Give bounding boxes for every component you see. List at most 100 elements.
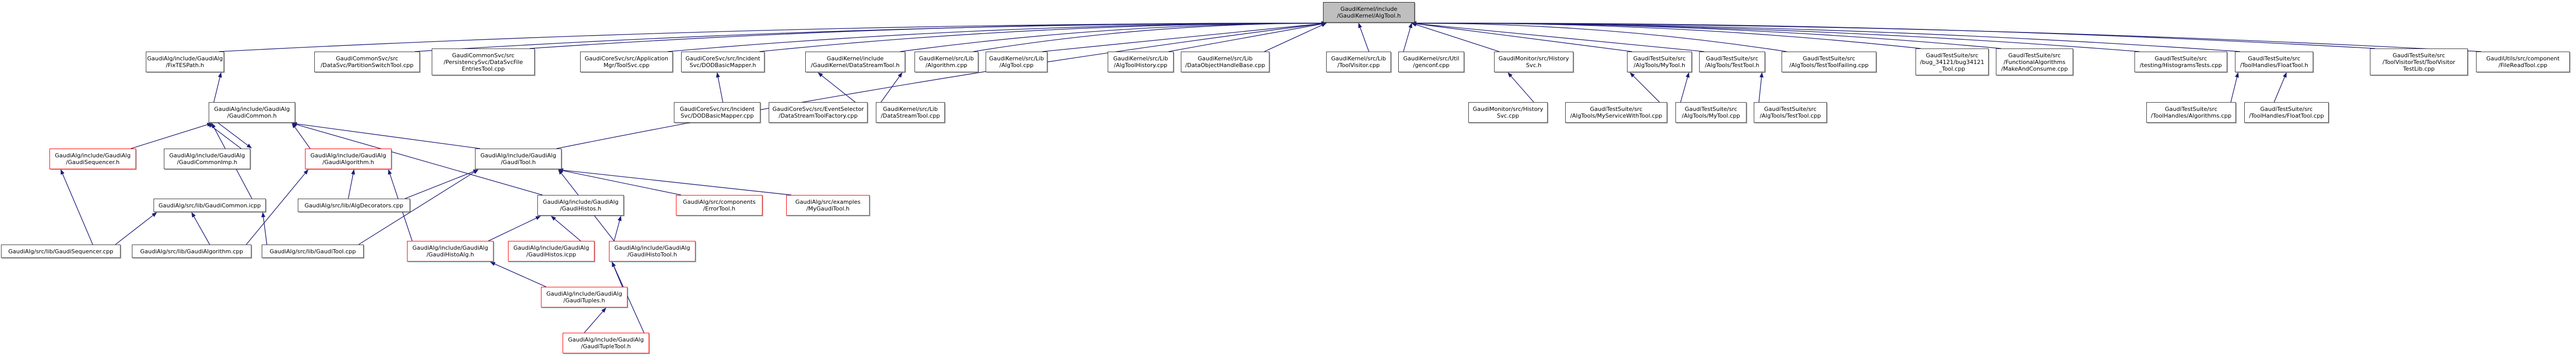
graph-edge-dodbasicmapper_h-to-root xyxy=(759,21,1327,52)
graph-node-label-line: GaudiAlg/include/GaudiAlg xyxy=(513,245,589,251)
graph-node-bug34121[interactable]: GaudiTestSuite/src/bug_34121/bug34121_To… xyxy=(1916,48,1989,75)
graph-edge-gaudihistos_h-to-gaudicommon_h xyxy=(292,122,543,196)
graph-node-label-line: /FileReadTool.cpp xyxy=(2498,62,2548,69)
graph-node-label-line: /GaudiTool.h xyxy=(501,159,536,166)
graph-node-gaudicommonimp[interactable]: GaudiAlg/include/GaudiAlg/GaudiCommonImp… xyxy=(164,149,250,169)
graph-node-label-line: /AlgTools/TestToolFailing.cpp xyxy=(1789,62,1869,69)
graph-edge-gauditool_cpp-to-gauditool_h xyxy=(358,169,479,245)
graph-edge-gaudialgorithm_cpp-to-gaudialgorithm_h xyxy=(246,169,309,245)
graph-node-filereadtool[interactable]: GaudiUtils/src/component/FileReadTool.cp… xyxy=(2476,52,2570,72)
graph-node-gaudihistotool_h[interactable]: GaudiAlg/include/GaudiAlg/GaudiHistoTool… xyxy=(609,241,696,262)
graph-edge-algdecorators-to-gaudialgorithm_h xyxy=(348,169,355,199)
graph-node-algdecorators[interactable]: GaudiAlg/src/lib/AlgDecorators.cpp xyxy=(298,199,410,212)
graph-edge-testtool_cpp-to-testtool_h xyxy=(1758,72,1764,103)
graph-node-histogramstests[interactable]: GaudiTestSuite/src/testing/HistogramsTes… xyxy=(2134,52,2227,72)
graph-node-label-line: Svc/DODBasicMapper.cpp xyxy=(681,112,754,119)
graph-node-label-line: GaudiKernel/include xyxy=(1340,6,1398,12)
graph-node-gaudisequencer_h[interactable]: GaudiAlg/include/GaudiAlg/GaudiSequencer… xyxy=(49,149,136,169)
graph-node-mytool_cpp[interactable]: GaudiTestSuite/src/AlgTools/MyTool.cpp xyxy=(1675,102,1747,123)
graph-node-datastreamtoolfactory[interactable]: GaudiCoreSvc/src/EventSelector/DataStrea… xyxy=(769,102,868,123)
graph-node-testtool_cpp[interactable]: GaudiTestSuite/src/AlgTools/TestTool.cpp xyxy=(1754,102,1827,123)
graph-node-mygauditool[interactable]: GaudiAlg/src/examples/MyGaudiTool.h xyxy=(786,195,870,216)
graph-node-dataobjecthandlebase[interactable]: GaudiKernel/src/Lib/DataObjectHandleBase… xyxy=(1181,52,1269,72)
graph-node-label-line: /GaudiTuples.h xyxy=(563,297,605,304)
graph-edge-myservicewithtool-to-mytool_h xyxy=(1630,72,1660,103)
graph-node-label-line: /ToolHandles/FloatTool.h xyxy=(2240,62,2309,69)
graph-edge-historysvc_cpp-to-historysvc_h xyxy=(1507,72,1534,103)
graph-node-label-line: /AlgTool.cpp xyxy=(999,62,1034,69)
graph-node-floattool_cpp[interactable]: GaudiTestSuite/src/ToolHandles/FloatTool… xyxy=(2244,102,2329,123)
graph-node-label-line: GaudiTestSuite/src xyxy=(1706,55,1758,62)
graph-node-partitionswitch[interactable]: GaudiCommonSvc/src/DataSvc/PartitionSwit… xyxy=(314,52,420,72)
graph-node-toolvisitortestlib[interactable]: GaudiTestSuite/src/ToolVisitorTest/ToolV… xyxy=(2370,48,2468,75)
graph-node-gaudihistos_icpp[interactable]: GaudiAlg/include/GaudiAlg/GaudiHistos.ic… xyxy=(508,241,595,262)
graph-node-label-line: Svc.h xyxy=(1526,62,1541,69)
graph-node-label-line: Mgr/ToolSvc.cpp xyxy=(603,62,650,69)
graph-node-label-line: /ToolHandles/Algorithms.cpp xyxy=(2150,112,2232,119)
graph-node-makeandconsume[interactable]: GaudiTestSuite/src/FunctionalAlgorithms/… xyxy=(1996,48,2073,75)
graph-node-datasvcfileentries[interactable]: GaudiCommonSvc/src/PersistencySvc/DataSv… xyxy=(432,48,535,75)
graph-node-label-line: GaudiAlg/src/examples xyxy=(795,199,861,205)
graph-node-gauditool_h[interactable]: GaudiAlg/include/GaudiAlg/GaudiTool.h xyxy=(475,149,562,169)
graph-edge-gaudisequencer_cpp-to-gaudisequencer_h xyxy=(60,169,93,245)
graph-node-fixtespath[interactable]: GaudiAlg/include/GaudiAlg/FixTESPath.h xyxy=(146,52,224,72)
graph-node-label-line: GaudiMonitor/src/History xyxy=(1472,106,1544,112)
graph-node-gauditool_cpp[interactable]: GaudiAlg/src/lib/GaudiTool.cpp xyxy=(262,245,364,258)
graph-node-toolvisitor_cpp[interactable]: GaudiKernel/src/Lib/ToolVisitor.cpp xyxy=(1326,52,1391,72)
graph-edge-gaudihistoalg_h-to-gaudihistos_h xyxy=(488,216,541,241)
graph-node-label-line: /Algorithm.cpp xyxy=(925,62,968,69)
graph-node-gaudihistos_h[interactable]: GaudiAlg/include/GaudiAlg/GaudiHistos.h xyxy=(537,195,624,216)
graph-node-label-line: /GaudiSequencer.h xyxy=(65,159,120,166)
graph-node-label-line: /GaudiHistos.h xyxy=(560,205,602,212)
graph-node-label-line: GaudiTestSuite/src xyxy=(2248,55,2300,62)
graph-node-gaudihistoalg_h[interactable]: GaudiAlg/include/GaudiAlg/GaudiHistoAlg.… xyxy=(407,241,494,262)
graph-edge-algtool_cpp-to-root xyxy=(1042,22,1327,52)
graph-node-myservicewithtool[interactable]: GaudiTestSuite/src/AlgTools/MyServiceWit… xyxy=(1565,102,1667,123)
graph-node-datastreamtool_h[interactable]: GaudiKernel/include/GaudiKernel/DataStre… xyxy=(805,52,905,72)
graph-node-label-line: GaudiAlg/src/lib/GaudiCommon.icpp xyxy=(158,202,261,209)
graph-edge-partitionswitch-to-root xyxy=(414,21,1327,52)
graph-node-root[interactable]: GaudiKernel/include/GaudiKernel/AlgTool.… xyxy=(1323,2,1415,23)
graph-node-gaudialgorithm_cpp[interactable]: GaudiAlg/src/lib/GaudiAlgorithm.cpp xyxy=(132,245,251,258)
graph-node-genconf[interactable]: GaudiKernel/src/Util/genconf.cpp xyxy=(1398,52,1464,72)
graph-node-testtool_h[interactable]: GaudiTestSuite/src/AlgTools/TestTool.h xyxy=(1699,52,1765,72)
graph-edge-gauditool_cpp-to-gaudicommon_icpp xyxy=(261,212,267,245)
graph-node-gauditupletool_h[interactable]: GaudiAlg/include/GaudiAlg/GaudiTupleTool… xyxy=(563,333,649,353)
graph-node-mytool_h[interactable]: GaudiTestSuite/src/AlgTools/MyTool.h xyxy=(1627,52,1692,72)
graph-edge-errortool-to-gauditool_h xyxy=(558,168,682,196)
graph-node-algorithm_cpp[interactable]: GaudiKernel/src/Lib/Algorithm.cpp xyxy=(914,52,978,72)
graph-node-gaudisequencer_cpp[interactable]: GaudiAlg/src/lib/GaudiSequencer.cpp xyxy=(1,245,121,258)
graph-node-gaudialgorithm_h[interactable]: GaudiAlg/include/GaudiAlg/GaudiAlgorithm… xyxy=(305,149,392,169)
graph-node-floattool_h[interactable]: GaudiTestSuite/src/ToolHandles/FloatTool… xyxy=(2235,52,2313,72)
graph-node-datastreamtool_cpp[interactable]: GaudiKernel/src/Lib/DataStreamTool.cpp xyxy=(876,102,945,123)
graph-node-algorithms_cpp[interactable]: GaudiTestSuite/src/ToolHandles/Algorithm… xyxy=(2146,102,2236,123)
graph-node-errortool[interactable]: GaudiAlg/src/components/ErrorTool.h xyxy=(676,195,762,216)
graph-edge-algorithms_cpp-to-floattool_h xyxy=(2230,72,2239,103)
graph-node-label-line: GaudiKernel/src/Lib xyxy=(1197,55,1253,62)
graph-edge-gaudicommonimp-to-gaudicommon_h xyxy=(207,123,242,149)
graph-node-algtoolhistory[interactable]: GaudiKernel/src/Lib/AlgToolHistory.cpp xyxy=(1108,52,1174,72)
graph-node-label-line: /GaudiTupleTool.h xyxy=(581,343,631,350)
graph-node-label-line: /AlgTools/MyTool.h xyxy=(1634,62,1685,69)
graph-node-label-line: /GaudiKernel/AlgTool.h xyxy=(1337,12,1401,19)
graph-node-label-line: /ToolVisitorTest/ToolVisitor xyxy=(2382,58,2455,66)
graph-node-label-line: GaudiAlg/include/GaudiAlg xyxy=(310,152,386,159)
graph-node-label-line: GaudiTestSuite/src xyxy=(2008,52,2061,59)
graph-node-testtoolfailing[interactable]: GaudiTestSuite/src/AlgTools/TestToolFail… xyxy=(1782,52,1876,72)
graph-node-label-line: GaudiKernel/include xyxy=(826,55,884,62)
graph-node-label-line: /testing/HistogramsTests.cpp xyxy=(2140,62,2222,69)
graph-node-algtool_cpp[interactable]: GaudiKernel/src/Lib/AlgTool.cpp xyxy=(986,52,1047,72)
graph-edge-gaudicommon_h-to-fixtespath xyxy=(213,72,222,103)
graph-node-label-line: GaudiAlg/src/lib/GaudiTool.cpp xyxy=(269,248,356,255)
graph-node-gaudicommon_h[interactable]: GaudiAlg/include/GaudiAlg/GaudiCommon.h xyxy=(209,102,295,123)
graph-edge-algtoolhistory-to-root xyxy=(1168,22,1327,52)
graph-node-gaudituples_h[interactable]: GaudiAlg/include/GaudiAlg/GaudiTuples.h xyxy=(541,287,628,307)
graph-edge-mytool_cpp-to-mytool_h xyxy=(1680,72,1690,103)
graph-node-label-line: /ToolHandles/FloatTool.cpp xyxy=(2249,112,2324,119)
graph-node-gaudicommon_icpp[interactable]: GaudiAlg/src/lib/GaudiCommon.icpp xyxy=(154,199,266,212)
